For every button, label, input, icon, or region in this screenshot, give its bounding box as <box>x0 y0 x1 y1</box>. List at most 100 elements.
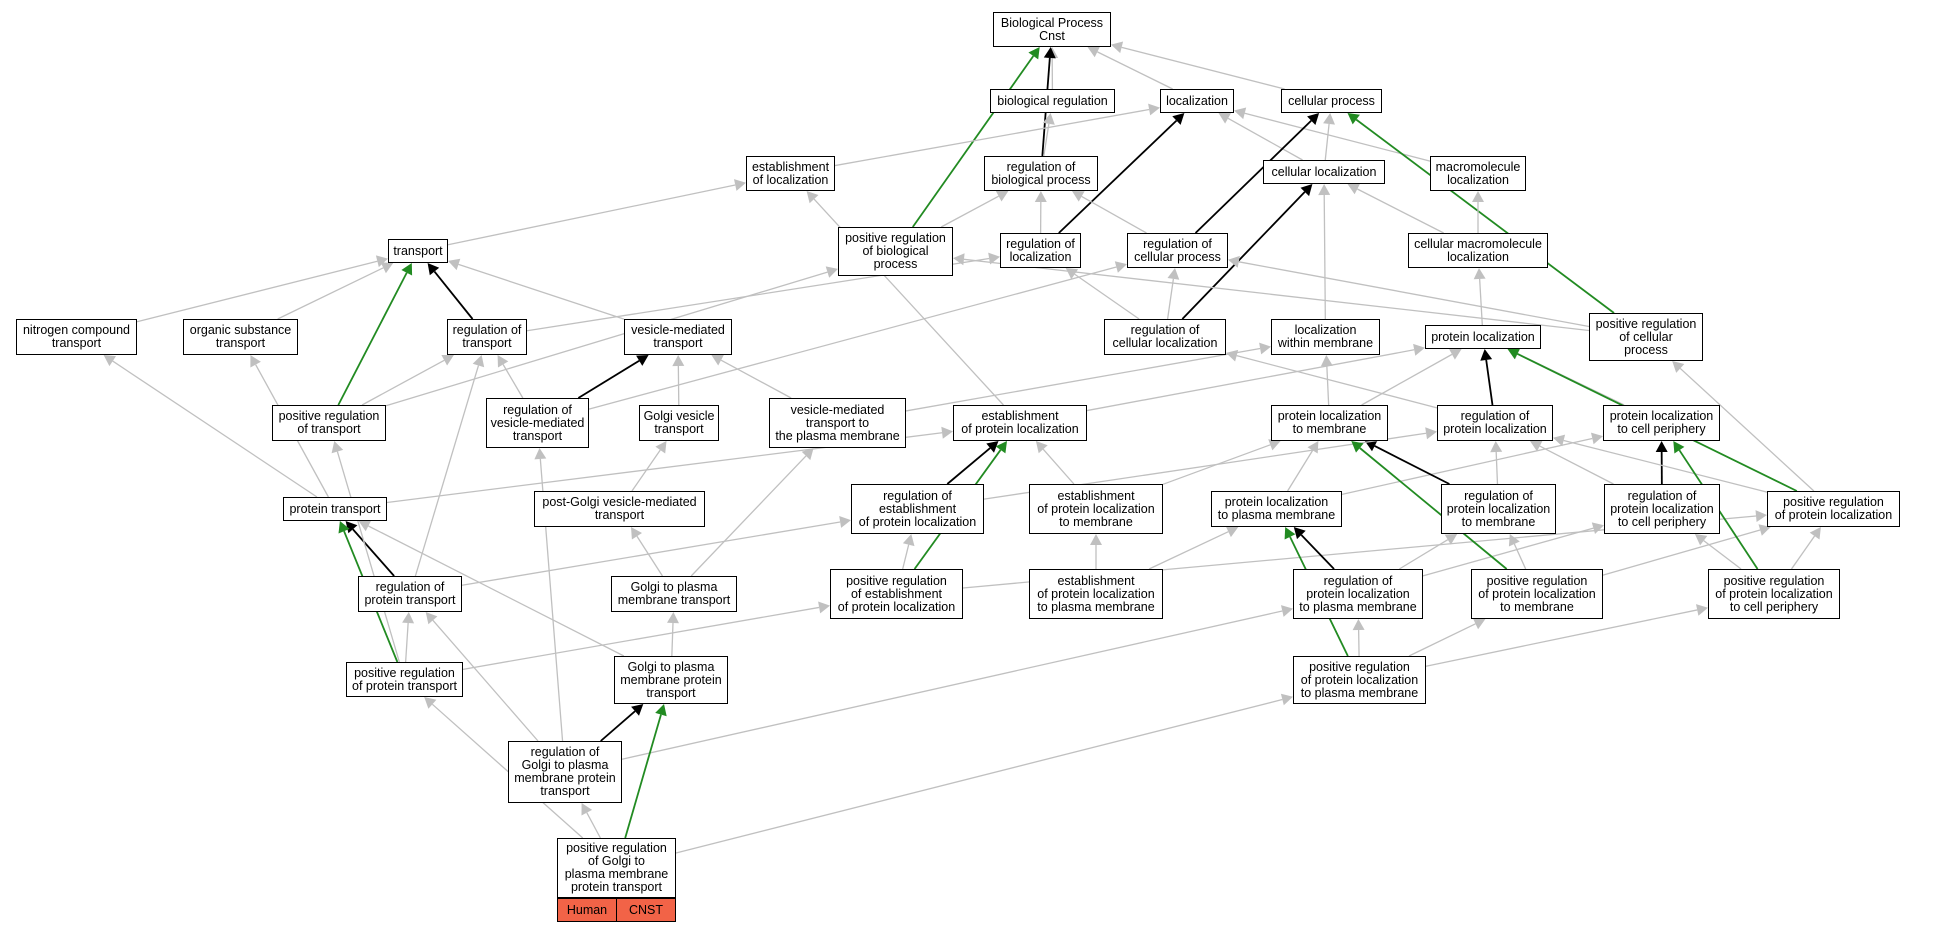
node-regulation-of-cellular-localization[interactable]: regulation of cellular localization <box>1104 319 1226 355</box>
edge-arrowhead <box>806 191 819 204</box>
edge-line <box>337 272 408 406</box>
node-nitrogen-compound-transport[interactable]: nitrogen compound transport <box>16 319 137 355</box>
edge-line <box>1227 117 1303 161</box>
node-positive-regulation-of-cellular-process[interactable]: positive regulation of cellular process <box>1589 313 1703 361</box>
edge-posregprottrans-to-posregtrans <box>331 441 400 663</box>
edge-line <box>940 195 999 228</box>
edge-line <box>1359 447 1508 570</box>
node-golgi-to-plasma-membrane-transport[interactable]: Golgi to plasma membrane transport <box>611 576 737 612</box>
node-regulation-of-protein-localization-to-membrane[interactable]: regulation of protein localization to me… <box>1441 484 1556 534</box>
edge-line <box>461 521 841 586</box>
edge-line <box>1081 195 1147 234</box>
node-cellular-process[interactable]: cellular process <box>1281 89 1382 113</box>
edge-arrowhead <box>1225 526 1239 538</box>
edge-arrowhead <box>1364 440 1378 452</box>
node-regulation-of-transport[interactable]: regulation of transport <box>447 319 527 355</box>
edge-arrowhead <box>734 179 746 191</box>
edge-golgipm-to-postgolgi <box>631 527 664 577</box>
node-localization[interactable]: localization <box>1160 89 1234 113</box>
edge-arrowhead <box>1694 534 1708 546</box>
node-vesicle-mediated-transport[interactable]: vesicle-mediated transport <box>624 319 732 355</box>
node-biological-process-cnst[interactable]: Biological Process Cnst <box>993 12 1111 47</box>
edge-estprotloc-to-estloc <box>806 191 1004 406</box>
edge-line <box>624 714 662 839</box>
edge-regtrans-to-transport <box>427 263 474 320</box>
node-regulation-of-establishment-of-protein-localization[interactable]: regulation of establishment of protein l… <box>851 484 984 534</box>
node-positive-regulation-of-protein-transport[interactable]: positive regulation of protein transport <box>346 662 463 697</box>
node-positive-regulation-of-golgi-to-plasma-membrane-protein-transport[interactable]: positive regulation of Golgi to plasma m… <box>557 838 676 898</box>
node-protein-localization-to-plasma-membrane[interactable]: protein localization to plasma membrane <box>1211 491 1342 527</box>
node-protein-localization-to-membrane[interactable]: protein localization to membrane <box>1271 405 1388 441</box>
edge-estprotlocpm-to-protlocpm <box>1148 526 1239 570</box>
node-regulation-of-cellular-process[interactable]: regulation of cellular process <box>1127 233 1228 268</box>
edge-arrowhead <box>1413 343 1425 356</box>
node-positive-regulation-of-protein-localization-to-plasma-membrane[interactable]: positive regulation of protein localizat… <box>1293 656 1426 704</box>
node-establishment-of-localization[interactable]: establishment of localization <box>746 156 835 191</box>
node-regulation-of-protein-localization-to-plasma-membrane[interactable]: regulation of protein localization to pl… <box>1293 569 1423 619</box>
node-positive-regulation-of-biological-process[interactable]: positive regulation of biological proces… <box>838 227 953 276</box>
node-organic-substance-transport[interactable]: organic substance transport <box>183 319 298 355</box>
node-localization-within-membrane[interactable]: localization within membrane <box>1271 319 1380 355</box>
edge-line <box>1408 623 1476 657</box>
edge-arrowhead <box>667 612 679 624</box>
node-establishment-of-protein-localization[interactable]: establishment of protein localization <box>953 405 1087 441</box>
edge-posregprotlocmem-to-regprotlocmem <box>1508 534 1527 570</box>
node-regulation-of-protein-transport[interactable]: regulation of protein transport <box>358 576 462 612</box>
node-regulation-of-vesicle-mediated-transport[interactable]: regulation of vesicle-mediated transport <box>486 398 589 448</box>
edge-arrowhead <box>1449 349 1462 360</box>
node-biological-regulation[interactable]: biological regulation <box>990 89 1115 113</box>
species-cell-cnst: CNST <box>617 898 676 922</box>
edge-regprotlocpm-to-protlocpm <box>1293 527 1335 570</box>
edge-arrowhead <box>1259 342 1271 355</box>
edge-line <box>1244 112 1431 162</box>
edge-arrowhead <box>1172 113 1185 125</box>
node-golgi-to-plasma-membrane-protein-transport[interactable]: Golgi to plasma membrane protein transpo… <box>614 656 728 704</box>
edge-line <box>675 698 1283 854</box>
edge-line <box>1238 261 1590 328</box>
node-positive-regulation-of-protein-localization-to-cell-periphery[interactable]: positive regulation of protein localizat… <box>1708 569 1840 619</box>
node-protein-localization-to-cell-periphery[interactable]: protein localization to cell periphery <box>1603 405 1720 441</box>
node-protein-transport[interactable]: protein transport <box>283 497 387 521</box>
edge-arrowhead <box>1472 191 1484 202</box>
node-cellular-macromolecule-localization[interactable]: cellular macromolecule localization <box>1408 233 1548 268</box>
edge-prottrans-to-nitro <box>103 355 318 498</box>
node-establishment-of-protein-localization-to-membrane[interactable]: establishment of protein localization to… <box>1029 484 1163 534</box>
edge-arrowhead <box>448 258 461 271</box>
node-transport[interactable]: transport <box>388 239 448 263</box>
node-protein-localization[interactable]: protein localization <box>1425 325 1541 349</box>
edge-arrowhead <box>995 441 1007 454</box>
edge-regestprotloc-to-estprotloc <box>946 441 999 485</box>
node-cellular-localization[interactable]: cellular localization <box>1263 160 1385 184</box>
edge-arrowhead <box>1114 261 1127 273</box>
node-regulation-of-biological-process[interactable]: regulation of biological process <box>984 156 1098 191</box>
edge-arrowhead <box>1672 361 1685 373</box>
node-vesicle-mediated-transport-to-plasma-membrane[interactable]: vesicle-mediated transport to the plasma… <box>769 398 906 448</box>
edge-arrowhead <box>902 534 915 547</box>
node-post-golgi-vesicle-mediated-transport[interactable]: post-Golgi vesicle-mediated transport <box>534 491 705 527</box>
edge-arrowhead <box>425 612 438 625</box>
node-positive-regulation-of-transport[interactable]: positive regulation of transport <box>272 405 386 441</box>
node-macromolecule-localization[interactable]: macromolecule localization <box>1430 156 1526 191</box>
edge-arrowhead <box>1035 441 1048 454</box>
edge-regcell-to-regbio <box>1072 191 1147 234</box>
edge-arrowhead <box>375 255 388 268</box>
node-regulation-of-protein-localization-to-cell-periphery[interactable]: regulation of protein localization to ce… <box>1604 484 1720 534</box>
edge-regloc-to-regbio <box>1034 191 1047 234</box>
node-positive-regulation-of-protein-localization-to-membrane[interactable]: positive regulation of protein localizat… <box>1471 569 1603 619</box>
edge-arrowhead <box>636 355 649 366</box>
edge-line <box>277 267 384 320</box>
edge-regcellloc-to-cellloc <box>1181 184 1313 320</box>
node-regulation-of-protein-localization[interactable]: regulation of protein localization <box>1437 405 1553 441</box>
node-regulation-of-localization[interactable]: regulation of localization <box>1000 233 1081 268</box>
edge-arrowhead <box>995 190 1009 202</box>
edge-regprottrans-to-regestprotloc <box>461 516 851 586</box>
species-cell-human: Human <box>557 898 617 922</box>
edge-regprotlocmem-to-regprotloc <box>1490 441 1503 485</box>
edge-arrowhead <box>1087 46 1100 58</box>
node-positive-regulation-of-protein-localization[interactable]: positive regulation of protein localizat… <box>1767 491 1900 527</box>
node-regulation-of-golgi-to-plasma-membrane-protein-transport[interactable]: regulation of Golgi to plasma membrane p… <box>508 741 622 803</box>
node-positive-regulation-of-establishment-of-protein-localization[interactable]: positive regulation of establishment of … <box>830 569 963 619</box>
node-golgi-vesicle-transport[interactable]: Golgi vesicle transport <box>639 405 719 441</box>
node-establishment-of-protein-localization-to-plasma-membrane[interactable]: establishment of protein localization to… <box>1029 569 1163 619</box>
edge-arrowhead <box>441 355 454 366</box>
